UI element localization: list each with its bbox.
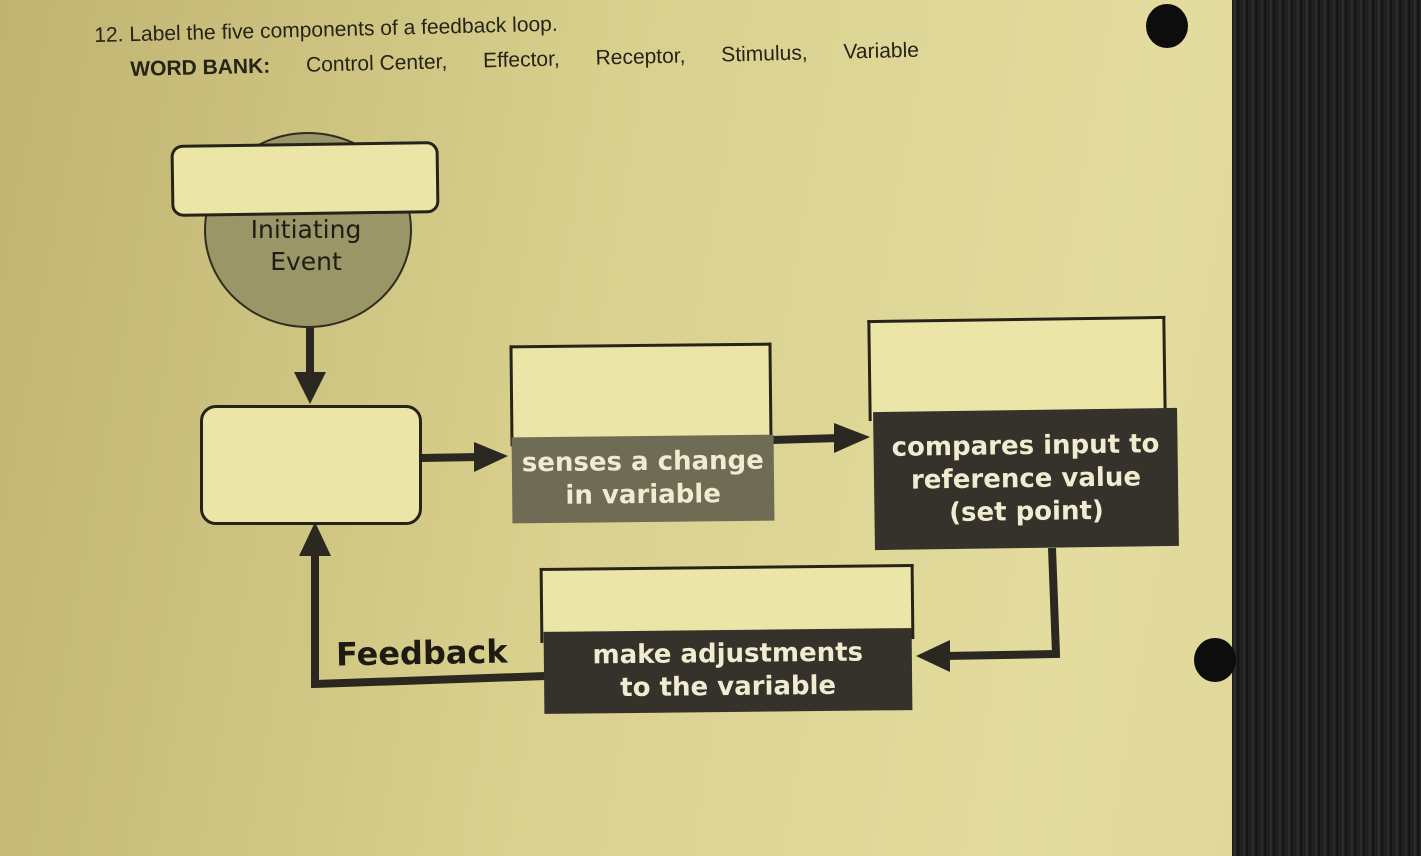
- receptor-description: senses a change in variable: [511, 434, 775, 524]
- stimulus-answer-box[interactable]: [170, 141, 440, 217]
- control-center-answer-box[interactable]: [867, 315, 1167, 422]
- receptor-answer-box[interactable]: [509, 342, 773, 447]
- arrow-event-to-stimulus: [294, 324, 326, 404]
- arrow-stimulus-to-receptor: [419, 442, 508, 472]
- binder-background: [1232, 0, 1421, 856]
- punch-hole-top: [1146, 4, 1188, 48]
- arrow-control-center-to-effector: [916, 547, 1061, 672]
- feedback-label: Feedback: [335, 632, 508, 674]
- arrow-feedback-loop: [299, 522, 547, 689]
- variable-answer-box[interactable]: [200, 405, 422, 525]
- punch-hole-bottom: [1194, 638, 1236, 682]
- arrow-receptor-to-control-center: [771, 423, 870, 453]
- initiating-event-label: Initiating Event: [250, 215, 362, 276]
- effector-description: make adjustments to the variable: [543, 628, 913, 714]
- control-center-description: compares input to reference value (set p…: [873, 407, 1179, 551]
